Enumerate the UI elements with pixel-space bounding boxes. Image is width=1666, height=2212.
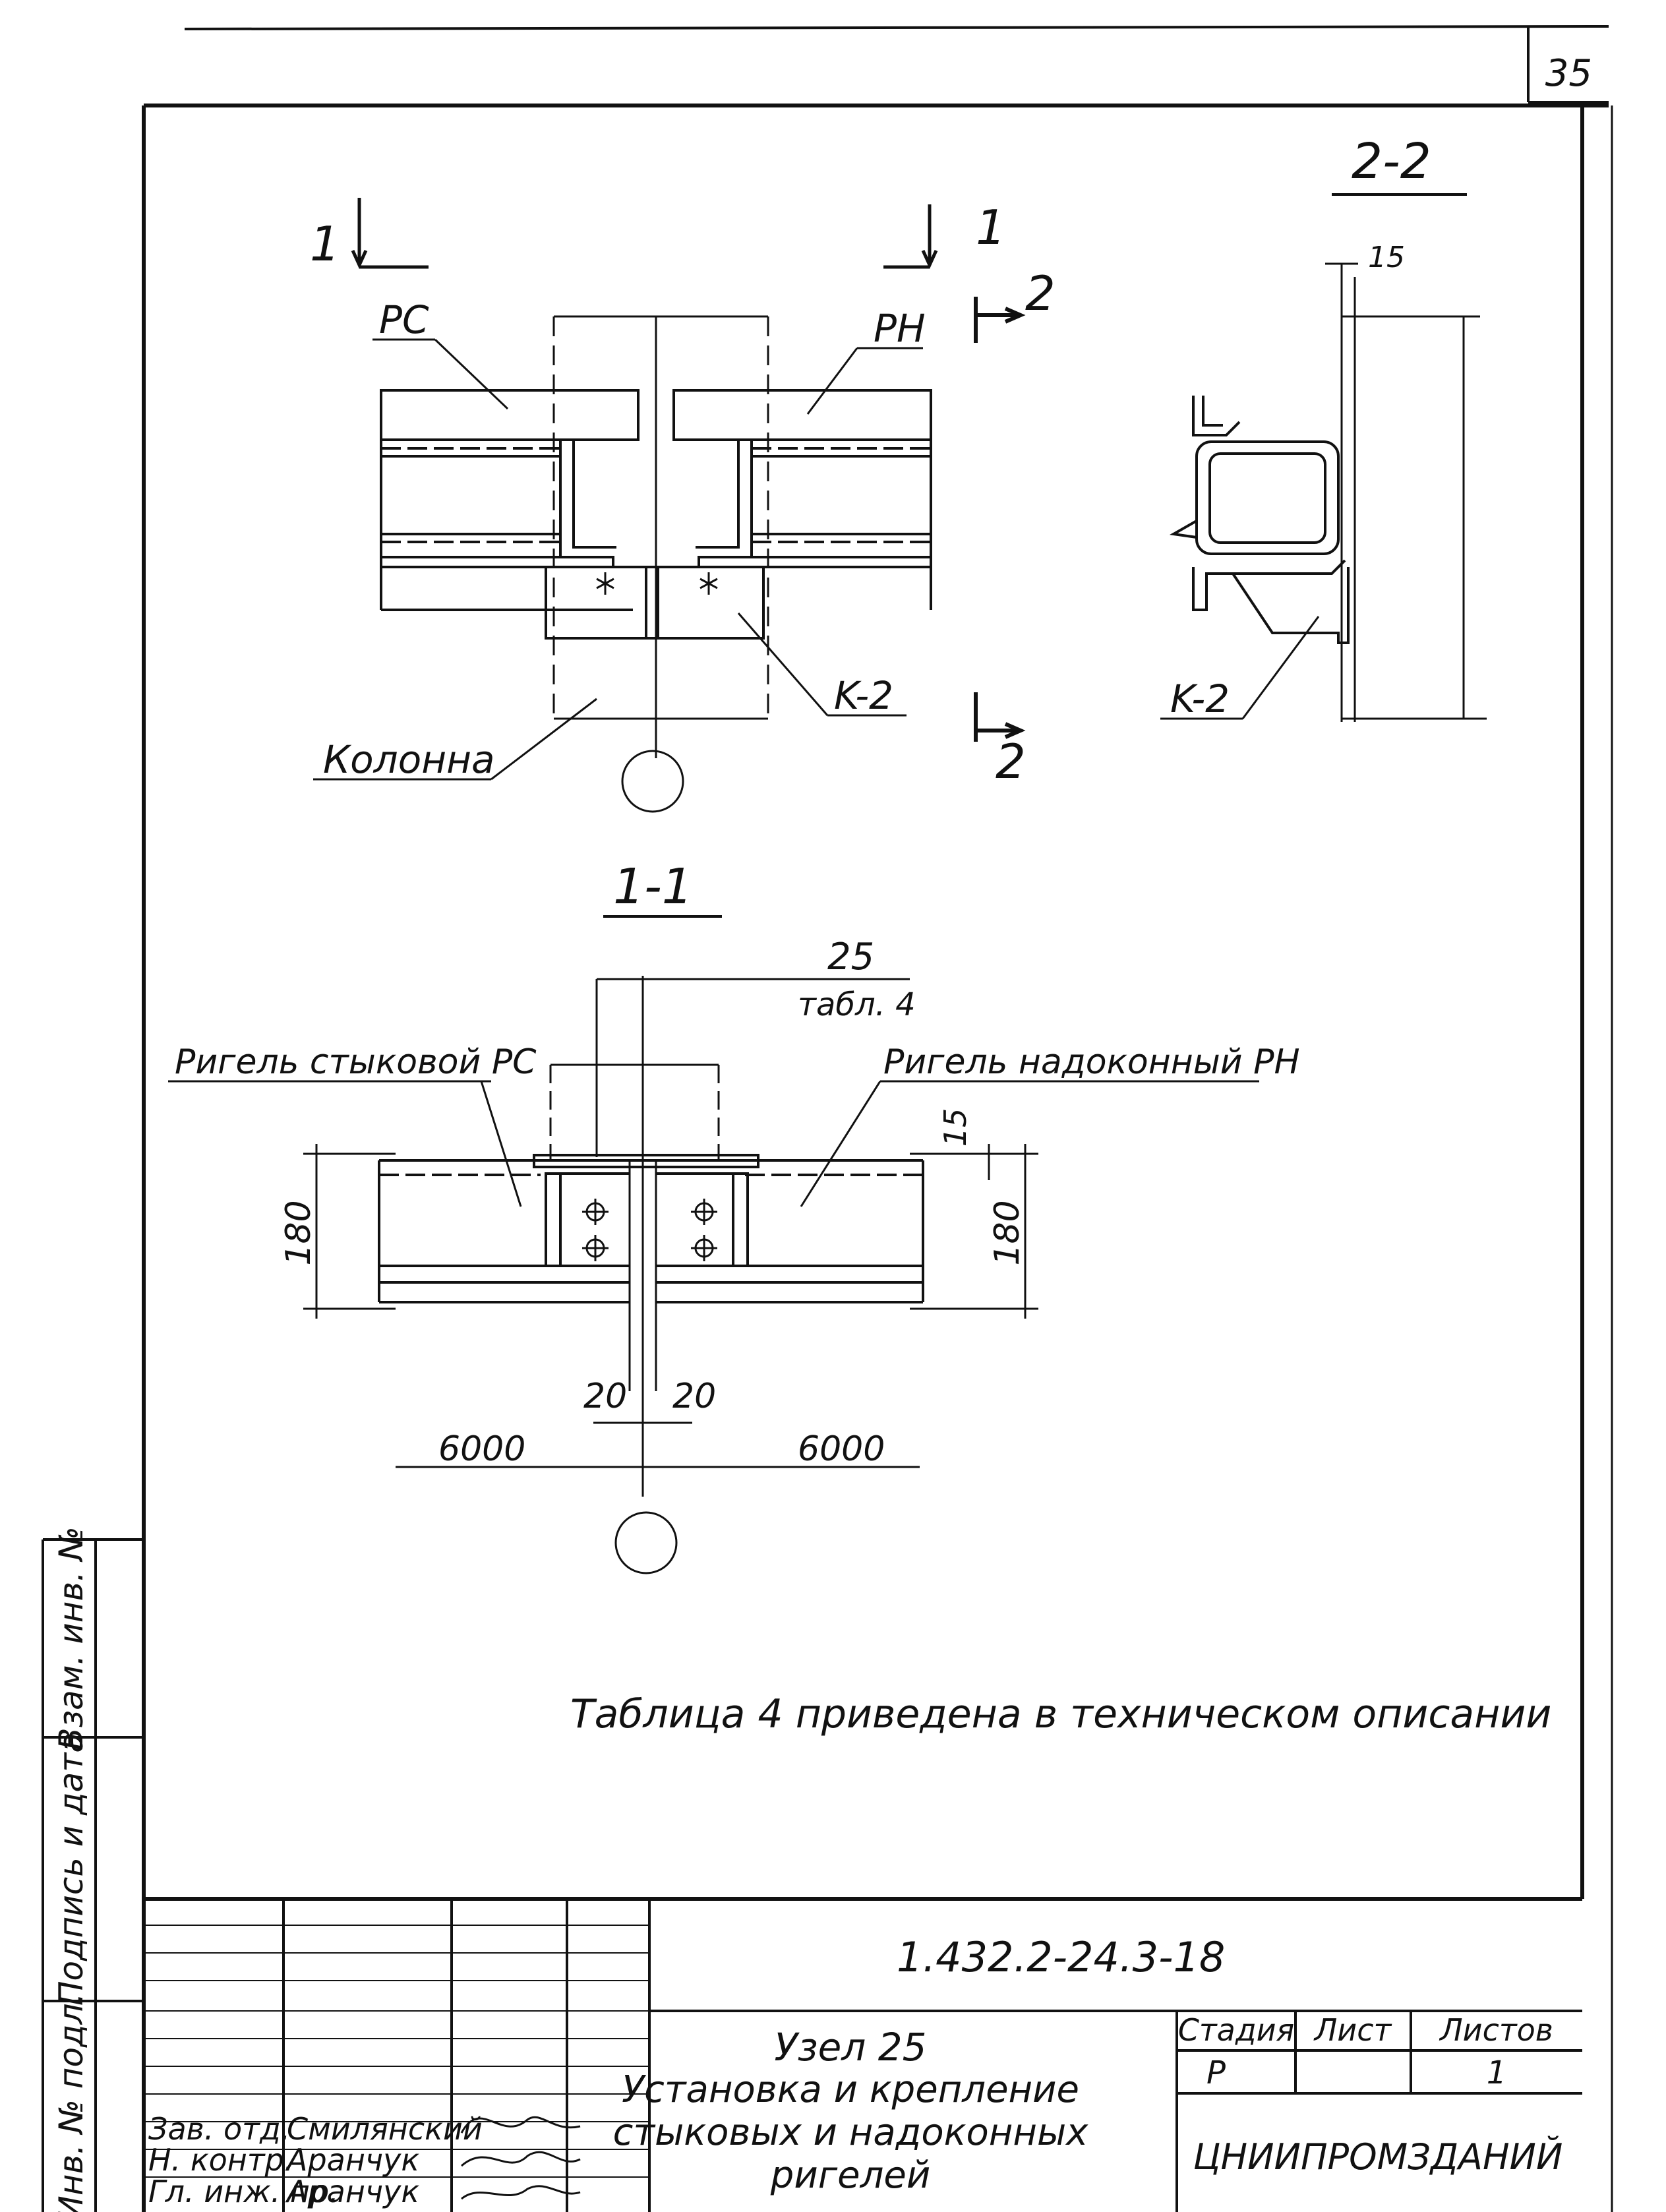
table-4-ref: табл. 4: [798, 986, 916, 1023]
section-mark-2-bottom-label: 2: [996, 734, 1026, 789]
section-mark-1-left: [351, 198, 429, 270]
dim-20-left: 20: [583, 1377, 627, 1416]
label-rigel-window: Ригель надоконный PH: [883, 1042, 1300, 1082]
title-block-rows: [144, 1925, 649, 2178]
sign-role-3: Гл. инж. пр.: [148, 2174, 339, 2209]
sheets-value: 1: [1487, 2054, 1507, 2091]
axis-bubble-plan: [621, 750, 684, 813]
dim-180-left: 180: [279, 1200, 318, 1265]
column-outline: [552, 316, 769, 719]
title-line-1: Установка и крепление: [622, 2068, 1079, 2111]
signatures: [460, 2116, 581, 2200]
label-rigel-joint: Ригель стыковой PC: [175, 1042, 537, 1082]
rigels-section: [378, 1154, 924, 1303]
sign-name-3: Аранчук: [285, 2174, 419, 2209]
side-stamp-inv-no: Инв. № подл.: [52, 1993, 90, 2212]
dim-15-top: 15: [1368, 241, 1405, 274]
bolts-section: [582, 1199, 717, 1261]
k2-plate-plan: [545, 566, 765, 640]
page-edge-top: [184, 25, 1609, 104]
dim-6000-right: 6000: [798, 1429, 885, 1469]
label-ph: PH: [874, 306, 926, 351]
column-outline-section: [549, 1065, 720, 1160]
leader-rigel-window: [800, 1080, 1259, 1207]
dim-25-lines: [595, 978, 910, 1157]
note-table-4: Таблица 4 приведена в техническом описан…: [570, 1691, 1551, 1737]
leader-k2-side: [1160, 616, 1320, 720]
label-pc: PC: [379, 297, 429, 342]
dim-20-right: 20: [672, 1377, 716, 1416]
section-mark-1-left-label: 1: [310, 216, 340, 272]
sheet-number: 35: [1545, 52, 1592, 95]
bolts-plan: [596, 572, 718, 595]
plan-view: 1 1 2 2: [310, 198, 1056, 813]
section-2-2: 2-2 15 K-2: [1160, 133, 1487, 722]
section-mark-2-top-label: 2: [1025, 266, 1056, 321]
main-frame: [142, 104, 1609, 2212]
sign-role-2: Н. контр.: [148, 2142, 293, 2178]
column-section: [1169, 396, 1350, 644]
sign-role-1: Зав. отд.: [148, 2111, 290, 2147]
stage-value: Р: [1206, 2054, 1226, 2091]
col-sheets: Листов: [1439, 2012, 1553, 2048]
organization: ЦНИИПРОМЗДАНИЙ: [1193, 2136, 1563, 2178]
title-block-grid: [142, 1899, 1582, 2212]
label-k2-plan: K-2: [834, 673, 893, 718]
label-column: Колонна: [323, 737, 495, 782]
sign-name-1: Смилянский: [287, 2111, 483, 2147]
side-stamp-frame: [42, 1538, 144, 2212]
side-stamp-signature-date: Подпись и дата: [52, 1733, 90, 2006]
section-mark-1-right-label: 1: [976, 200, 1006, 255]
col-sheet: Лист: [1313, 2012, 1392, 2048]
title-line-3: ригелей: [770, 2154, 930, 2197]
leader-column: [313, 698, 597, 781]
dim-15-mid: 15: [937, 1108, 973, 1147]
leader-k2-plan: [737, 613, 907, 717]
side-stamp-replace-inv: Взам. инв. №: [52, 1526, 90, 1750]
dim-25: 25: [827, 936, 874, 978]
dim-180-right: 180: [988, 1200, 1027, 1265]
leader-ph: [806, 347, 923, 415]
section-1-1-title: 1-1: [613, 858, 693, 915]
section-2-2-title: 2-2: [1352, 133, 1431, 190]
section-mark-2-bottom: [974, 692, 1026, 742]
rigel-ph-plan: [672, 389, 932, 610]
node-title: Узел 25: [774, 2025, 926, 2070]
leader-pc: [372, 338, 509, 410]
dim-180-left-lines: [303, 1144, 396, 1319]
dim-180-right-lines: [910, 1144, 1038, 1319]
section-1-1: 1-1 25 табл. 4: [168, 858, 1300, 1574]
title-line-2: стыковых и надоконных: [613, 2111, 1089, 2154]
section-mark-2-top: [974, 297, 1026, 343]
section-mark-1-right: [883, 204, 938, 270]
rigel-pc-plan: [380, 389, 640, 611]
dim-15-top-lines: [1325, 262, 1487, 722]
label-k2-side: K-2: [1170, 676, 1230, 721]
sign-name-2: Аранчук: [285, 2142, 419, 2178]
col-stage: Стадия: [1178, 2012, 1294, 2048]
leader-rigel-joint: [168, 1080, 522, 1207]
designation: 1.432.2-24.3-18: [897, 1933, 1225, 1981]
dim-6000-left: 6000: [438, 1429, 525, 1469]
column-edges: [554, 315, 768, 720]
axis-bubble-section: [614, 1511, 678, 1574]
